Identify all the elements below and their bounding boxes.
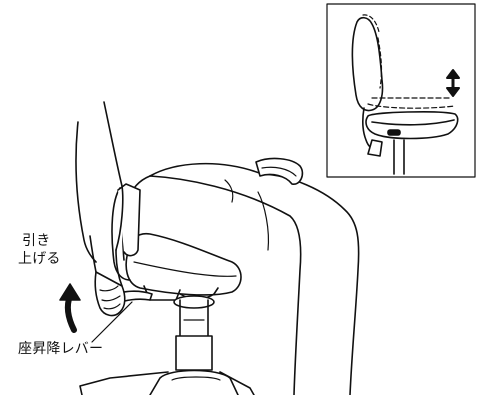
- main-chair: [79, 157, 360, 395]
- pull-up-label-line1: 引き: [22, 233, 51, 249]
- up-down-arrow-icon: [446, 69, 460, 97]
- curved-up-arrow-icon: [59, 283, 81, 333]
- pull-up-label-line2: 上げる: [18, 251, 61, 267]
- inset-panel: [326, 3, 476, 178]
- pull-up-label: 引き 上げる: [18, 232, 61, 268]
- lever-leader-line: [91, 301, 133, 343]
- person-arm: [75, 101, 126, 317]
- seat-lift-lever-label: 座昇降レバー: [18, 341, 104, 357]
